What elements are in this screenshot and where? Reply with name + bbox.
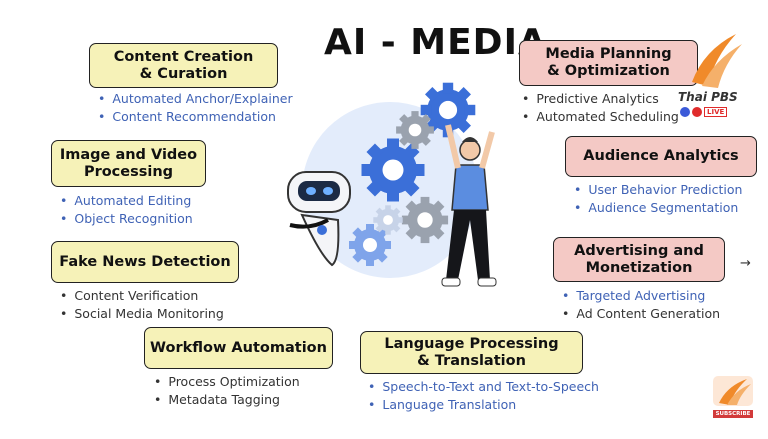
list-item: Metadata Tagging xyxy=(154,391,300,409)
person-icon xyxy=(441,124,497,287)
category-language: Language Processing & Translation xyxy=(360,331,583,374)
live-badge: LIVE xyxy=(704,107,728,117)
list-item: Targeted Advertising xyxy=(562,287,720,305)
list-item: Speech-to-Text and Text-to-Speech xyxy=(368,378,599,396)
category-label: Content Creation & Curation xyxy=(113,48,254,82)
list-item: Content Recommendation xyxy=(98,108,293,126)
category-media-planning: Media Planning & Optimization xyxy=(519,40,698,86)
category-fake-news: Fake News Detection xyxy=(51,241,239,283)
facebook-icon[interactable] xyxy=(680,107,690,117)
list-item: Ad Content Generation xyxy=(562,305,720,323)
arrow-right-icon[interactable]: → xyxy=(740,256,751,271)
list-item: Object Recognition xyxy=(60,210,192,228)
youtube-icon[interactable] xyxy=(692,107,702,117)
list-audience: User Behavior Prediction Audience Segmen… xyxy=(574,181,742,216)
logo-mark-icon xyxy=(713,376,753,406)
list-item: Predictive Analytics xyxy=(522,90,679,108)
page-title: AI - MEDIA xyxy=(324,22,547,63)
list-item: Automated Scheduling xyxy=(522,108,678,126)
category-audience: Audience Analytics xyxy=(565,136,757,177)
category-workflow: Workflow Automation xyxy=(144,327,333,369)
list-item: Social Media Monitoring xyxy=(60,305,223,323)
category-label: Fake News Detection xyxy=(59,253,231,270)
category-advertising: Advertising and Monetization xyxy=(553,237,725,282)
list-image-video: Automated Editing Object Recognition xyxy=(60,192,193,228)
brand-name: Thai PBS xyxy=(678,90,738,104)
subscribe-button[interactable]: SUBSCRIBE xyxy=(713,376,753,418)
list-item: Process Optimization xyxy=(154,373,299,391)
category-label: Audience Analytics xyxy=(583,148,739,164)
list-item: Automated Editing xyxy=(60,192,193,210)
brand-logo: Thai PBS LIVE xyxy=(676,30,746,122)
list-language: Speech-to-Text and Text-to-Speech Langua… xyxy=(368,378,599,413)
list-advertising: Targeted Advertising Ad Content Generati… xyxy=(562,287,720,322)
list-item: Audience Segmentation xyxy=(574,199,742,217)
social-icons: LIVE xyxy=(680,107,728,117)
category-label: Language Processing & Translation xyxy=(384,335,559,369)
list-workflow: Process Optimization Metadata Tagging xyxy=(154,373,300,409)
list-item: Content Verification xyxy=(60,287,224,305)
category-label: Workflow Automation xyxy=(150,339,327,356)
list-fake-news: Content Verification Social Media Monito… xyxy=(60,287,224,323)
list-item: Language Translation xyxy=(368,396,599,414)
list-item: Automated Anchor/Explainer xyxy=(98,90,292,108)
category-image-video: Image and Video Processing xyxy=(51,140,206,187)
logo-mark-icon xyxy=(692,34,742,88)
category-label: Media Planning & Optimization xyxy=(545,46,672,79)
category-label: Image and Video Processing xyxy=(59,146,198,180)
gear-icon xyxy=(373,205,403,235)
category-content-creation: Content Creation & Curation xyxy=(89,43,278,88)
gear-icon xyxy=(401,196,449,244)
list-item: User Behavior Prediction xyxy=(574,181,742,199)
robot-icon xyxy=(287,171,351,267)
gear-icon xyxy=(396,111,434,149)
list-content-creation: Automated Anchor/Explainer Content Recom… xyxy=(98,90,293,126)
subscribe-label: SUBSCRIBE xyxy=(713,410,753,418)
ai-illustration xyxy=(287,82,497,287)
list-media-planning: Predictive Analytics Automated Schedulin… xyxy=(522,90,679,126)
category-label: Advertising and Monetization xyxy=(574,242,704,276)
